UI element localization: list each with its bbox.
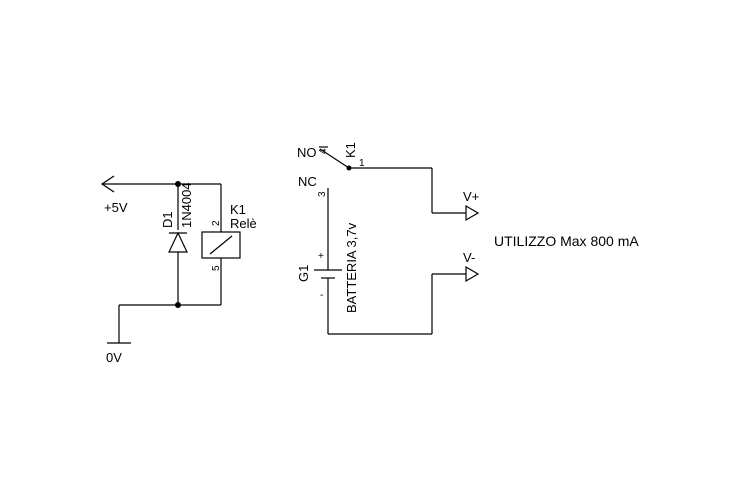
zero-v-label: 0V	[106, 350, 122, 365]
diode-part-label: 1N4004	[179, 182, 194, 228]
switch-ref-label: K1	[343, 142, 358, 158]
switch-common-pin-label: 1	[359, 158, 365, 169]
vminus-arrow	[465, 265, 480, 283]
vplus-label: V+	[463, 189, 479, 204]
plus5v-label: +5V	[104, 200, 128, 215]
relay-pin-5-label: 5	[211, 265, 222, 271]
switch-no-label: NO	[297, 145, 317, 160]
left-circuit: +5V 0V D1 1N4004 K1 Relè 2 5	[100, 175, 257, 365]
right-circuit: NO 4 K1 1 NC 3 G1 BATTERIA 3,7v + - V+ V…	[296, 142, 639, 335]
junction-bottom	[175, 302, 181, 308]
relay-pin-2-label: 2	[211, 220, 222, 226]
battery-plus-label: +	[318, 251, 324, 262]
diode-ref-label: D1	[160, 211, 175, 228]
battery-ref-label: G1	[296, 265, 311, 282]
battery-minus-label: -	[320, 290, 323, 301]
relay-coil-symbol	[201, 231, 241, 259]
vminus-label: V-	[463, 250, 475, 265]
switch-no-pin-label: 4	[318, 148, 329, 154]
relay-name-label: Relè	[230, 216, 257, 231]
switch-nc-label: NC	[298, 174, 317, 189]
switch-nc-pin-label: 3	[317, 191, 328, 197]
diode-symbol	[168, 231, 188, 253]
relay-ref-label: K1	[230, 202, 246, 217]
battery-value-label: BATTERIA 3,7v	[344, 222, 359, 313]
battery-symbol	[314, 269, 342, 279]
usage-label: UTILIZZO Max 800 mA	[494, 233, 639, 249]
vplus-arrow	[465, 204, 480, 222]
switch-lever	[319, 148, 350, 169]
